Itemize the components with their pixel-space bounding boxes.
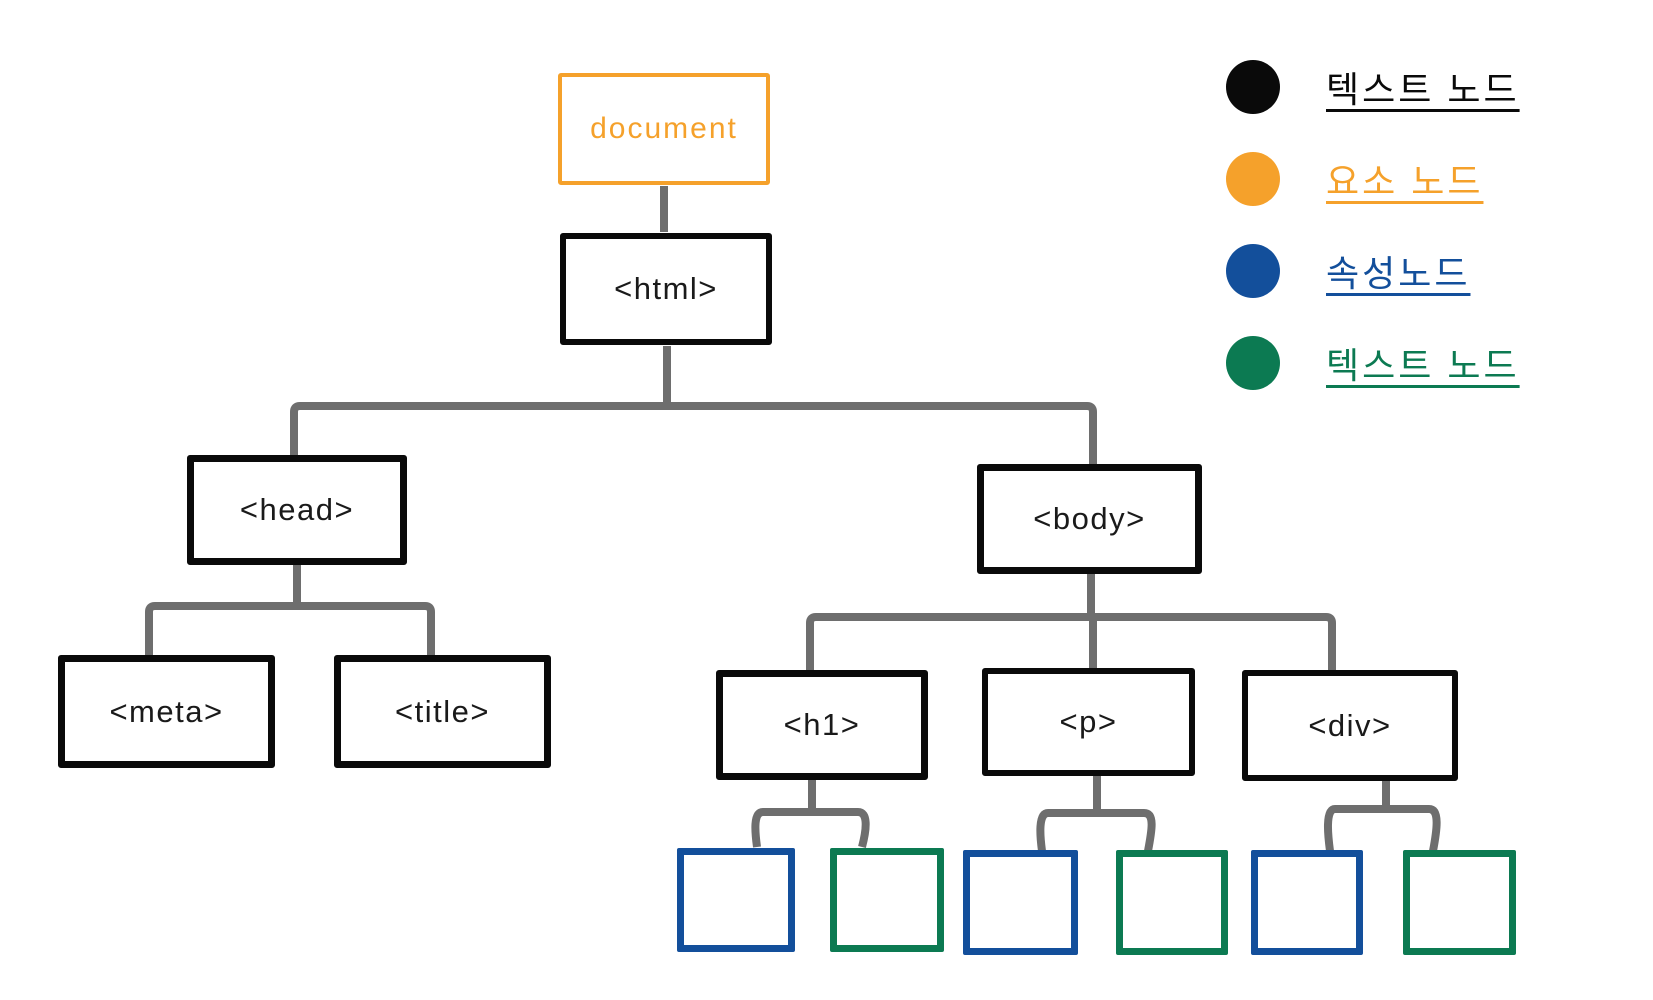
text-node-box-2 bbox=[1116, 850, 1228, 955]
blue-circle-icon bbox=[1226, 244, 1280, 298]
legend-label-attribute: 속성노드 bbox=[1326, 253, 1471, 294]
legend: 텍스트 노드 요소 노드 속성노드 텍스트 노드 bbox=[1226, 60, 1520, 390]
connector-html-children-bar bbox=[290, 402, 1097, 466]
attribute-node-box-2 bbox=[963, 850, 1078, 955]
node-h1-label: <h1> bbox=[783, 707, 861, 742]
attribute-node-box-1 bbox=[677, 848, 795, 952]
node-body-label: <body> bbox=[1033, 501, 1146, 536]
attribute-node-box-3 bbox=[1251, 850, 1363, 955]
node-p: <p> bbox=[982, 668, 1195, 776]
orange-circle-icon bbox=[1226, 152, 1280, 206]
legend-label-element: 요소 노드 bbox=[1326, 161, 1484, 202]
green-circle-icon bbox=[1226, 336, 1280, 390]
node-meta: <meta> bbox=[58, 655, 275, 768]
node-head-label: <head> bbox=[239, 492, 355, 527]
black-circle-icon bbox=[1226, 60, 1280, 114]
connector-head-children-bar bbox=[145, 602, 435, 656]
connector-h1-fork-bar bbox=[751, 808, 870, 849]
legend-row-attribute: 속성노드 bbox=[1226, 244, 1520, 298]
connector-p-fork-bar bbox=[1036, 809, 1156, 852]
node-div: <div> bbox=[1242, 670, 1458, 781]
legend-label-black: 텍스트 노드 bbox=[1326, 69, 1520, 110]
node-title: <title> bbox=[334, 655, 551, 768]
node-meta-label: <meta> bbox=[109, 693, 224, 729]
node-document-label: document bbox=[590, 112, 738, 145]
node-html: <html> bbox=[560, 233, 772, 345]
legend-row-black: 텍스트 노드 bbox=[1226, 60, 1520, 114]
legend-row-text: 텍스트 노드 bbox=[1226, 336, 1520, 390]
legend-row-element: 요소 노드 bbox=[1226, 152, 1520, 206]
node-div-label: <div> bbox=[1308, 707, 1392, 743]
node-body: <body> bbox=[977, 464, 1202, 574]
connector-body-children-bar bbox=[806, 613, 1336, 671]
text-node-box-3 bbox=[1403, 850, 1516, 955]
node-p-label: <p> bbox=[1059, 704, 1118, 739]
connector-div-fork-bar bbox=[1324, 805, 1441, 852]
node-html-label: <html> bbox=[614, 271, 718, 306]
text-node-box-1 bbox=[830, 848, 944, 952]
node-document: document bbox=[558, 73, 770, 185]
node-head: <head> bbox=[187, 455, 407, 565]
node-h1: <h1> bbox=[716, 670, 928, 780]
legend-label-text: 텍스트 노드 bbox=[1326, 345, 1520, 386]
node-title-label: <title> bbox=[395, 693, 490, 729]
